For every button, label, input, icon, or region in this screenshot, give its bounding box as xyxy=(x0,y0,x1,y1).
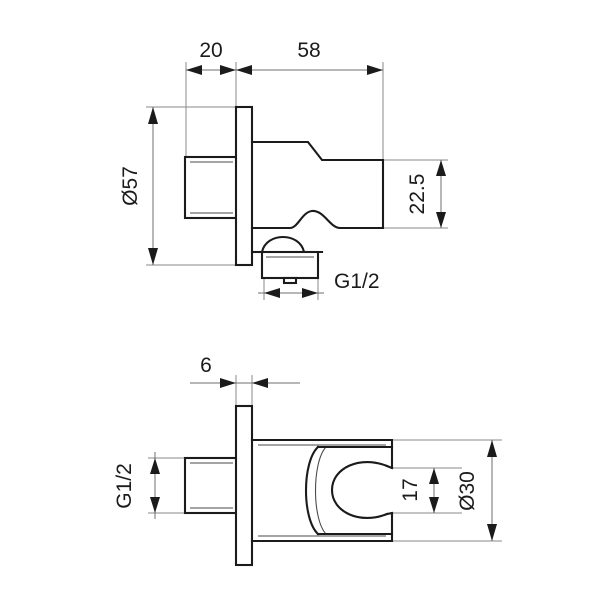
arrow-head-g12-side-left xyxy=(264,288,280,298)
dimension-22-5: 22.5 xyxy=(406,160,446,228)
plan-top-view: 6 G1/2 17 Ø30 xyxy=(113,354,502,567)
arrow-head-6-right xyxy=(252,378,268,388)
side-outlet-dome xyxy=(260,236,306,254)
plan-bracket-top-edge xyxy=(250,438,394,470)
dimension-20: 20 xyxy=(186,39,236,75)
plan-handset-c-ring xyxy=(330,461,389,519)
dim-label-58: 58 xyxy=(297,39,320,62)
dim-label-22-5: 22.5 xyxy=(406,174,429,215)
dimension-g12-side: G1/2 xyxy=(258,270,380,298)
arrow-head-58-right xyxy=(367,65,383,75)
arrow-head-6-left xyxy=(220,378,236,388)
dimension-17: 17 xyxy=(399,468,439,513)
plan-wall-flange xyxy=(234,404,254,567)
arrow-head-d30-bottom xyxy=(487,524,497,541)
arrow-head-d30-top xyxy=(487,440,497,457)
arrow-head-g12-plan-bottom xyxy=(150,497,160,513)
dim-label-17: 17 xyxy=(399,478,422,501)
arrow-head-22-5-bottom xyxy=(436,212,446,228)
side-inlet-spigot xyxy=(183,155,240,220)
arrow-head-g12-side-right xyxy=(302,288,318,298)
plan-view-extension-lines xyxy=(148,375,502,542)
plan-jaw-tip-top xyxy=(385,464,394,470)
side-wall-flange xyxy=(234,105,254,267)
arrow-head-22-5-top xyxy=(436,160,446,176)
arrow-head-g12-plan-top xyxy=(150,458,160,474)
side-elevation-view: 20 58 Ø57 22.5 G1/2 xyxy=(119,39,448,300)
dim-label-d57: Ø57 xyxy=(119,166,142,206)
dim-label-6: 6 xyxy=(200,354,212,377)
dim-label-g12-side: G1/2 xyxy=(334,270,380,293)
dim-label-20: 20 xyxy=(199,39,222,62)
dimension-diameter-57: Ø57 xyxy=(119,107,158,265)
plan-cradle-back xyxy=(305,445,320,536)
plan-cradle-back-inner xyxy=(314,446,327,535)
arrow-head-58-left xyxy=(236,65,252,75)
arrow-head-17-top xyxy=(429,468,439,484)
side-body-profile xyxy=(250,140,385,230)
dimension-58: 58 xyxy=(236,39,383,75)
dimension-6: 6 xyxy=(190,354,300,388)
arrow-head-d57-bottom xyxy=(148,248,158,265)
side-outlet-nub xyxy=(282,276,298,285)
plan-jaw-tip-bottom xyxy=(385,511,394,516)
dimension-g12-plan: G1/2 xyxy=(113,452,160,519)
dimension-diameter-30: Ø30 xyxy=(456,440,497,541)
arrow-head-20-right xyxy=(220,65,236,75)
dim-label-g12-plan: G1/2 xyxy=(113,463,136,509)
plan-bracket-bottom-edge xyxy=(250,511,394,543)
arrow-head-d57-top xyxy=(148,107,158,124)
arrow-head-17-bottom xyxy=(429,497,439,513)
side-view-extension-lines xyxy=(146,62,448,300)
side-outlet-collar xyxy=(260,250,320,280)
arrow-head-20-left xyxy=(186,65,202,75)
plan-inlet-spigot xyxy=(183,456,240,515)
dim-label-d30: Ø30 xyxy=(456,471,479,511)
